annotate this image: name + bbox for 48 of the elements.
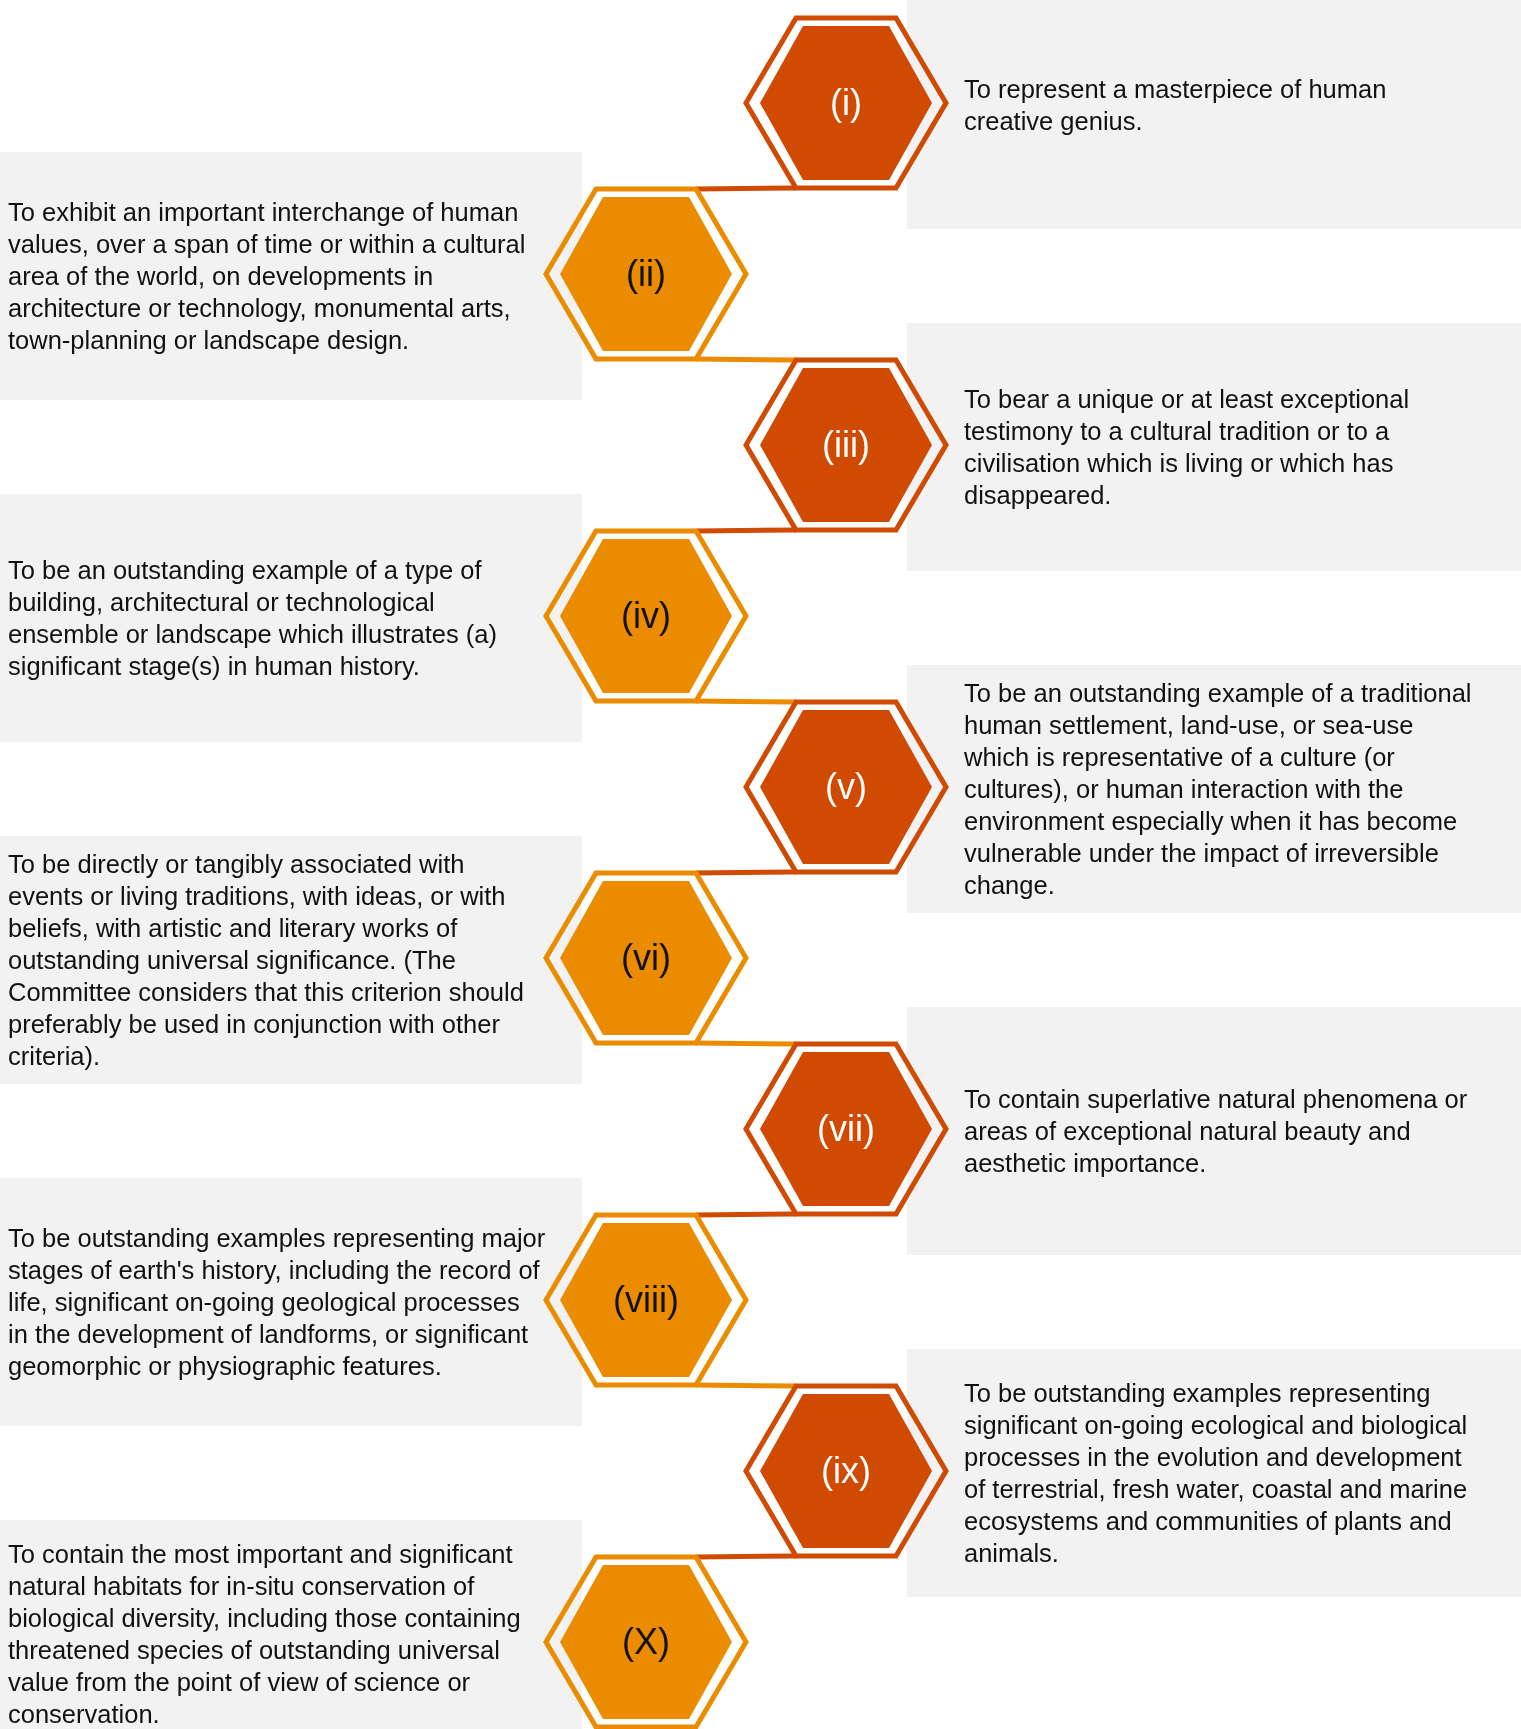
text-panel [0, 1178, 582, 1426]
connector-line [695, 1040, 797, 1047]
hexagon-badge [741, 1381, 951, 1561]
description-text: To contain superlative natural phenomena or areas of exceptional natural beauty and aesthetic importance. [964, 1084, 1469, 1179]
hexagon-badge [741, 13, 951, 193]
description-text: To exhibit an important interchange of human values, over a span of time or within a cultural area of the world, on developments in architecture or technology, monumental arts, town-planning or landscape design. [8, 197, 527, 356]
description-text: To be directly or tangibly associated with events or living traditions, with ideas, or with beliefs, with artistic and literary works of outstanding universal significance. (The Committee considers that this criterion should preferably be used in conjunction with other criteria). [8, 849, 525, 1072]
description-text: To be outstanding examples representing major stages of earth's history, including the record of life, significant on-going geological processes in the development of landforms, or significant geomorphic or physiographic features. [8, 1223, 546, 1382]
text-panel [0, 836, 582, 1084]
text-panel [907, 323, 1521, 571]
text-panel [907, 665, 1521, 913]
text-panel [907, 1349, 1521, 1597]
connector-line [695, 527, 797, 534]
description-text: To represent a masterpiece of human creative genius. [964, 74, 1388, 137]
numeral-label: (i) [829, 82, 863, 124]
numeral-label: (v) [824, 766, 868, 808]
connector-line [695, 185, 797, 192]
hexagon-badge [541, 868, 751, 1048]
numeral-label: (ix) [820, 1450, 872, 1492]
connector-line [695, 698, 797, 705]
numeral-label: (X) [621, 1621, 671, 1663]
connector-line [695, 1211, 797, 1218]
numeral-label: (vii) [816, 1108, 876, 1150]
hexagon-badge [741, 697, 951, 877]
connector-line [695, 1553, 797, 1560]
description-text: To contain the most important and significant natural habitats for in-situ conservation of biological diversity, including those containing threatened species of outstanding universal value from the point of view of science or conservation. [8, 1539, 522, 1729]
text-panel [907, 1007, 1521, 1255]
hexagon-badge [741, 1039, 951, 1219]
description-text: To bear a unique or at least exceptional testimony to a cultural tradition or to a civilisation which is living or which has disappeared. [964, 384, 1411, 511]
text-panel [0, 152, 582, 400]
connector-line [695, 356, 797, 363]
numeral-label: (ii) [625, 253, 667, 295]
text-panel [907, 0, 1521, 229]
hexagon-badge [741, 355, 951, 535]
numeral-label: (iv) [620, 595, 672, 637]
text-panel [0, 1520, 582, 1729]
numeral-label: (iii) [821, 424, 871, 466]
connector-line [695, 869, 797, 876]
numeral-label: (vi) [620, 937, 672, 979]
connector-line [695, 1382, 797, 1389]
hexagon-badge [541, 184, 751, 364]
numeral-label: (viii) [612, 1279, 680, 1321]
text-panel [0, 494, 582, 742]
description-text: To be an outstanding example of a traditional human settlement, land-use, or sea-use which is representative of a culture (or cultures), or human interaction with the environment especially when it has become vulnerable under the impact of irreversible change. [964, 678, 1473, 901]
hexagon-badge [541, 1552, 751, 1729]
description-text: To be an outstanding example of a type of building, architectural or technological ensemble or landscape which illustrates (a) significant stage(s) in human history. [8, 555, 498, 682]
description-text: To be outstanding examples representing significant on-going ecological and biological processes in the evolution and development of terrestrial, fresh water, coastal and marine ecosystems and communities of plants and animals. [964, 1378, 1469, 1569]
hexagon-badge [541, 526, 751, 706]
